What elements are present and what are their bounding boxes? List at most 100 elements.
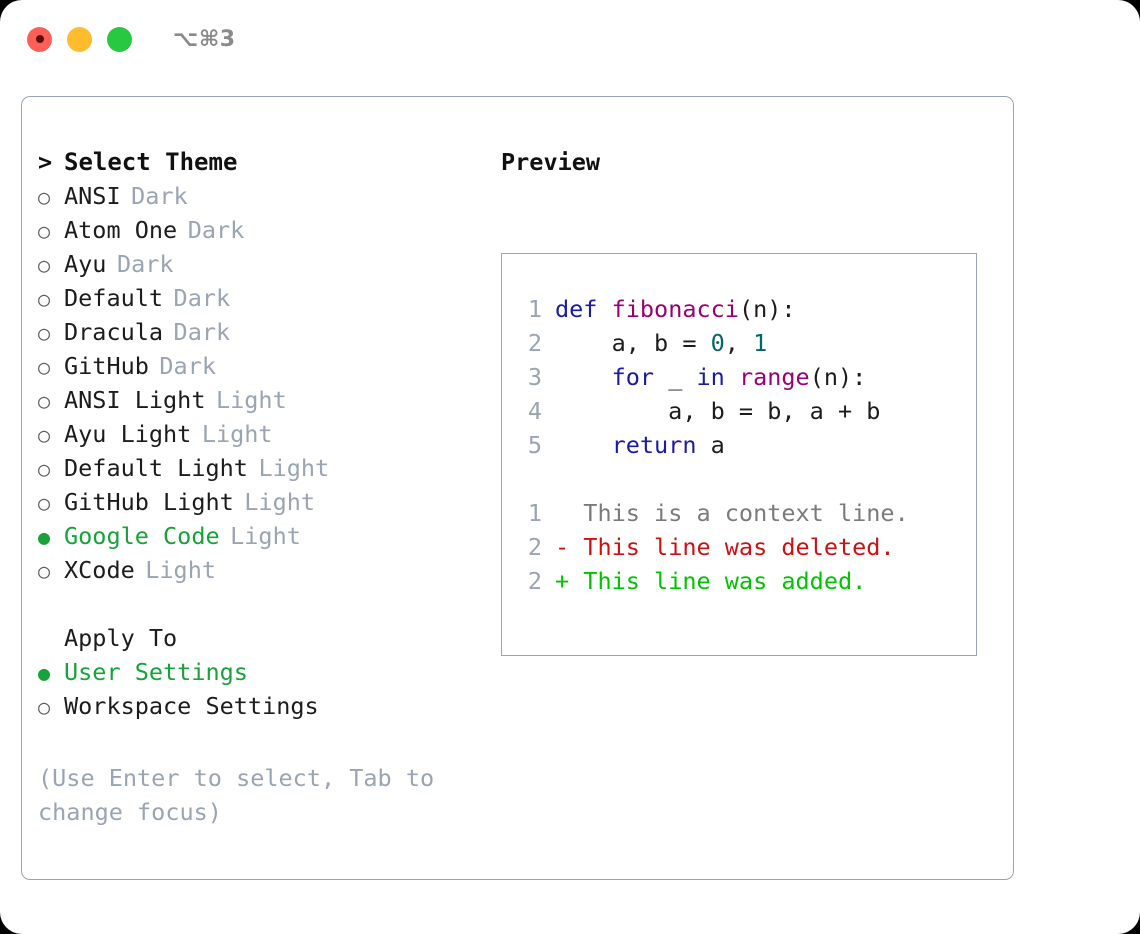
theme-kind-badge: Dark [159, 352, 216, 380]
code-token-kw: for [611, 363, 655, 391]
code-token-plain: , [724, 329, 754, 357]
code-token-kw: return [611, 431, 697, 459]
diff-line: 2+ This line was added. [514, 564, 968, 598]
theme-name: Ayu [64, 250, 107, 278]
code-token-plain: (n): [809, 363, 867, 391]
diff-line-text: This is a context line. [555, 496, 909, 530]
theme-kind-badge: Light [244, 488, 316, 516]
theme-kind-badge: Dark [187, 216, 245, 244]
code-token-plain [597, 295, 611, 323]
theme-name: Ayu Light [64, 420, 192, 448]
code-token-fn: fibonacci [611, 295, 739, 323]
code-line: 2 a, b = 0, 1 [514, 326, 968, 360]
code-line: 4 a, b = b, a + b [514, 394, 968, 428]
radio-unselected-icon[interactable]: ○ [38, 559, 51, 583]
theme-name: GitHub Light [64, 488, 234, 516]
radio-unselected-icon[interactable]: ○ [38, 491, 51, 515]
diff-line-text: - This line was deleted. [555, 530, 895, 564]
diff-line-text: + This line was added. [555, 564, 866, 598]
code-diff-spacer [514, 462, 968, 496]
code-token-fn: range [738, 363, 810, 391]
list-spacer [38, 587, 488, 621]
theme-row[interactable]: ○ GitHub Light Light [38, 485, 488, 519]
apply-to-options: ● User Settings ○Workspace Settings [38, 655, 488, 723]
diff-line: 1 This is a context line. [514, 496, 968, 530]
code-token-plain: (n): [738, 295, 796, 323]
code-token-kw: def [555, 295, 598, 323]
code-line: 1 def fibonacci(n): [514, 292, 968, 326]
diff-sample: 1 This is a context line.2- This line wa… [514, 496, 968, 598]
theme-name: Atom One [64, 216, 178, 244]
code-line-text: def fibonacci(n): [555, 292, 796, 326]
theme-row[interactable]: ○ XCode Light [38, 553, 488, 587]
radio-selected-icon[interactable]: ● [38, 525, 51, 549]
code-token-plain: a [696, 431, 725, 459]
line-number: 4 [527, 397, 542, 425]
radio-unselected-icon[interactable]: ○ [38, 389, 51, 413]
caret-icon: > [38, 148, 53, 176]
code-line-text: return a [555, 428, 725, 462]
code-token-plain [725, 363, 739, 391]
radio-unselected-icon[interactable]: ○ [38, 287, 51, 311]
diff-sign: - [555, 533, 570, 561]
theme-name: Default Light [64, 454, 248, 482]
diff-line: 2- This line was deleted. [514, 530, 968, 564]
apply-to-row[interactable]: ○Workspace Settings [38, 689, 488, 723]
theme-row[interactable]: ○ ANSI Dark [38, 179, 488, 213]
radio-unselected-icon[interactable]: ○ [38, 185, 51, 209]
close-button[interactable] [27, 26, 52, 52]
radio-unselected-icon[interactable]: ○ [38, 695, 51, 719]
diff-line-number: 2 [527, 533, 542, 561]
theme-name: ANSI Light [64, 386, 206, 414]
diff-sign: + [555, 567, 570, 595]
code-line-text: a, b = 0, 1 [555, 326, 768, 360]
line-number: 5 [527, 431, 542, 459]
radio-unselected-icon[interactable]: ○ [38, 219, 51, 243]
theme-name: XCode [64, 556, 135, 584]
maximize-button[interactable] [107, 26, 132, 52]
radio-unselected-icon[interactable]: ○ [38, 253, 51, 277]
theme-row[interactable]: ○ Ayu Dark [38, 247, 488, 281]
code-line-text: for _ in range(n): [555, 360, 867, 394]
theme-name: Google Code [64, 522, 220, 550]
line-number: 1 [527, 295, 542, 323]
apply-to-option-label: User Settings [64, 658, 248, 686]
radio-unselected-icon[interactable]: ○ [38, 423, 51, 447]
code-line: 3 for _ in range(n): [514, 360, 968, 394]
radio-unselected-icon[interactable]: ○ [38, 321, 51, 345]
theme-kind-badge: Dark [116, 250, 174, 278]
theme-kind-badge: Light [230, 522, 301, 550]
theme-name: ANSI [64, 182, 121, 210]
radio-unselected-icon[interactable]: ○ [38, 457, 51, 481]
preview-title: Preview [501, 148, 601, 176]
line-number: 2 [527, 329, 542, 357]
apply-to-row[interactable]: ● User Settings [38, 655, 488, 689]
minimize-button[interactable] [67, 26, 92, 52]
theme-kind-badge: Light [145, 556, 216, 584]
radio-unselected-icon[interactable]: ○ [38, 355, 51, 379]
theme-row[interactable]: ○ Atom One Dark [38, 213, 488, 247]
select-theme-header: > Select Theme [38, 145, 488, 179]
code-token-plain: a, b = b, a + b [555, 397, 881, 425]
theme-name: Default [64, 284, 164, 312]
theme-kind-badge: Dark [173, 318, 231, 346]
theme-row[interactable]: ● Google Code Light [38, 519, 488, 553]
radio-selected-icon[interactable]: ● [38, 661, 51, 685]
theme-kind-badge: Dark [131, 182, 188, 210]
diff-text: This is a context line. [569, 499, 909, 527]
line-number: 3 [527, 363, 542, 391]
diff-text: This line was deleted. [569, 533, 895, 561]
